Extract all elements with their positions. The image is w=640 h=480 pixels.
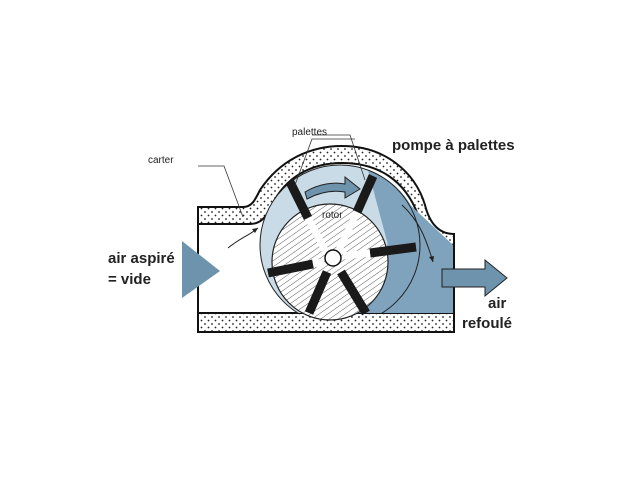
vane	[285, 179, 313, 221]
vane-slot	[304, 216, 330, 254]
vane	[352, 174, 378, 214]
palettes-leader-line-left	[294, 138, 355, 186]
carter-label: carter	[148, 155, 174, 166]
inlet-label-line1: air aspiré	[108, 250, 175, 267]
vane	[267, 259, 314, 278]
vane	[337, 269, 370, 316]
exhaust-flow-arrow	[401, 204, 434, 263]
stator-outline	[259, 164, 421, 313]
outlet-label-line2: refoulé	[462, 315, 512, 332]
palettes-leader-line-right	[312, 134, 366, 181]
vane	[369, 242, 417, 258]
outlet-arrow-icon	[441, 258, 508, 298]
carter-leader-line	[198, 165, 244, 218]
title-label: pompe à palettes	[392, 137, 515, 154]
inlet-label-line2: = vide	[108, 271, 151, 288]
palettes-label: palettes	[292, 127, 327, 138]
rotor-hub	[324, 249, 342, 267]
vane-slot	[334, 210, 361, 254]
vane	[304, 270, 332, 315]
rotation-arrow-icon	[304, 175, 361, 200]
rotor-label: rotor	[322, 210, 343, 221]
outlet-label-line1: air	[488, 295, 507, 312]
intake-flow-arrowhead	[252, 228, 258, 233]
inlet-arrow-icon	[182, 241, 220, 298]
vane-slot	[312, 258, 325, 268]
vanes	[267, 174, 417, 316]
exhaust-flow-arrowhead	[429, 256, 434, 262]
vane-slot	[342, 249, 371, 260]
